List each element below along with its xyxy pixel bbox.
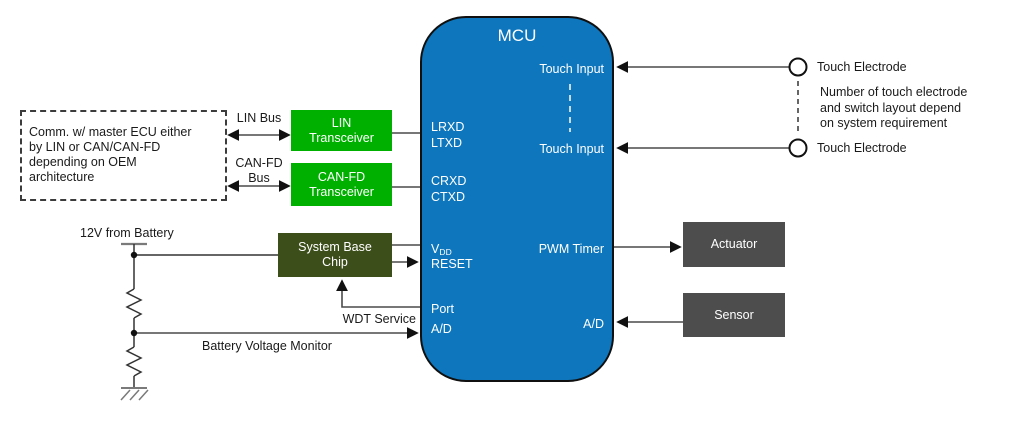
comm-note-box: Comm. w/ master ECU either by LIN or CAN… xyxy=(20,110,227,201)
touch-electrode-circle-bottom xyxy=(788,138,808,158)
pin-touch-input-bottom: Touch Input xyxy=(539,142,604,156)
junction-dot xyxy=(130,329,138,337)
touch-electrode-label-bottom: Touch Electrode xyxy=(817,141,907,155)
lin-transceiver-block: LIN Transceiver xyxy=(291,110,392,151)
pin-touch-input-top: Touch Input xyxy=(539,62,604,76)
pin-crxd: CRXD xyxy=(431,174,467,188)
comm-note-text: Comm. w/ master ECU either by LIN or CAN… xyxy=(29,125,192,184)
touch-electrode-circle-top xyxy=(788,57,808,77)
wdt-service-label: WDT Service xyxy=(342,312,416,326)
pin-ltxd: LTXD xyxy=(431,136,463,150)
resistor-bottom xyxy=(125,346,143,377)
battery-voltage-monitor-label: Battery Voltage Monitor xyxy=(202,339,332,353)
pin-port: Port xyxy=(431,302,454,316)
resistor-top xyxy=(125,288,143,319)
actuator-block: Actuator xyxy=(683,222,785,267)
touch-electrode-label-top: Touch Electrode xyxy=(817,60,907,74)
pin-reset: RESET xyxy=(431,257,473,271)
system-base-chip-block: System Base Chip xyxy=(278,233,392,277)
mcu-block: MCU LRXD LTXD CRXD CTXD VDD RESET Port A… xyxy=(420,16,614,382)
ground-hatch-icon xyxy=(120,389,149,401)
canfd-bus-label: CAN-FD Bus xyxy=(235,156,283,185)
canfd-transceiver-block: CAN-FD Transceiver xyxy=(291,163,392,206)
pin-vdd-base: V xyxy=(431,242,440,256)
pin-ad-right: A/D xyxy=(583,317,604,331)
battery-12v-label: 12V from Battery xyxy=(80,226,174,240)
junction-dot xyxy=(130,251,138,259)
port-wdt-wire xyxy=(336,279,420,308)
pin-vdd-subscript: DD xyxy=(439,247,453,257)
lin-bus-label: LIN Bus xyxy=(236,111,282,125)
touch-note-text: Number of touch electrode and switch lay… xyxy=(820,85,968,130)
pin-vdd: VDD xyxy=(431,242,452,260)
pin-ctxd: CTXD xyxy=(431,190,466,204)
sensor-block: Sensor xyxy=(683,293,785,337)
pin-pwm-timer: PWM Timer xyxy=(538,242,604,256)
mcu-title: MCU xyxy=(497,26,537,45)
pin-lrxd: LRXD xyxy=(431,120,465,134)
pin-ad-left: A/D xyxy=(431,322,452,336)
